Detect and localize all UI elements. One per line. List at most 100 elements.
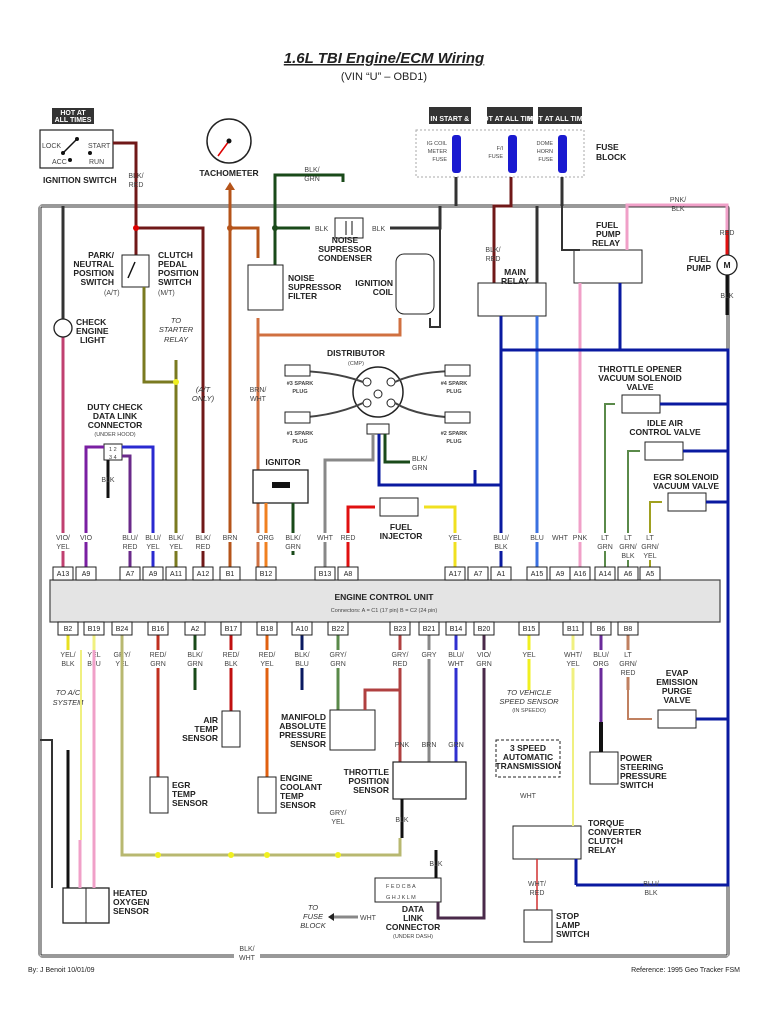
wire-label: WHT/ [564, 652, 582, 659]
footer-reference: Reference: 1995 Geo Tracker FSM [631, 967, 740, 974]
svg-text:GRN: GRN [304, 176, 320, 183]
pin-label: B11 [567, 626, 579, 633]
throttle-opener-valve: THROTTLE OPENER VACUUM SOLENOID VALVE [598, 364, 728, 414]
pin-label: A13 [57, 571, 70, 578]
svg-text:COIL: COIL [373, 287, 393, 297]
svg-text:RED: RED [530, 890, 545, 897]
svg-text:HOT AT ALL TIMES: HOT AT ALL TIMES [478, 116, 542, 123]
svg-text:SWITCH: SWITCH [620, 780, 654, 790]
wire-label: BLK [61, 661, 75, 668]
pin-label: A17 [449, 571, 462, 578]
svg-text:BLK: BLK [372, 226, 386, 233]
svg-text:NOISE: NOISE [288, 273, 315, 283]
stop-lamp-switch: STOP LAMP SWITCH [523, 909, 590, 943]
svg-text:HORN: HORN [537, 149, 553, 155]
ecu-top-pin: PNK A16 [568, 533, 592, 581]
ecu-top-pin: BLK/GRN [281, 533, 305, 551]
ignition-lock: LOCK [42, 143, 61, 150]
svg-text:TEMP: TEMP [194, 724, 218, 734]
wire-label: WHT [552, 535, 569, 542]
wire-label: WHT [317, 535, 334, 542]
wire-label: BLU/ [145, 535, 161, 542]
ignition-coil: IGNITION COIL [355, 253, 435, 315]
wire-label: RED [621, 670, 636, 677]
svg-text:BLK: BLK [101, 477, 115, 484]
svg-text:GRN: GRN [412, 465, 428, 472]
svg-text:CONDENSER: CONDENSER [318, 253, 372, 263]
svg-text:STARTER: STARTER [159, 325, 194, 334]
svg-text:EGR SOLENOID: EGR SOLENOID [653, 472, 718, 482]
svg-text:SWITCH: SWITCH [80, 277, 114, 287]
svg-text:THROTTLE: THROTTLE [344, 767, 390, 777]
svg-text:3 SPEED: 3 SPEED [510, 743, 546, 753]
tcc-relay: TORQUE CONVERTER CLUTCH RELAY [512, 818, 641, 860]
pin-label: B20 [478, 626, 491, 633]
ignition-run: RUN [89, 159, 104, 166]
pin-label: B2 [64, 626, 73, 633]
pin-label: A16 [574, 571, 587, 578]
svg-text:RED: RED [129, 182, 144, 189]
wire-label: RED/ [223, 652, 240, 659]
wire-label: GRN/ [641, 544, 659, 551]
svg-text:FUSE: FUSE [488, 154, 503, 160]
wire-label: ORG [593, 661, 609, 668]
svg-text:EGR: EGR [172, 780, 190, 790]
svg-text:M: M [723, 260, 730, 270]
svg-text:(CMP): (CMP) [348, 361, 364, 367]
svg-text:TRANSMISSION: TRANSMISSION [495, 761, 560, 771]
wire-label: PNK [573, 535, 588, 542]
heated-oxygen-sensor: HEATED OXYGEN SENSOR [62, 887, 149, 924]
svg-text:DUTY CHECK: DUTY CHECK [87, 402, 143, 412]
pin-label: B24 [116, 626, 129, 633]
svg-text:SYSTEM: SYSTEM [53, 698, 85, 707]
svg-text:BLOCK: BLOCK [596, 152, 627, 162]
wire-label: GRY/ [392, 652, 409, 659]
check-engine-light: CHECK ENGINE LIGHT [53, 317, 109, 345]
vss-label: TO VEHICLE SPEED SENSOR (IN SPEEDO) [499, 688, 559, 714]
svg-text:ONLY): ONLY) [192, 394, 215, 403]
wire-label: RED [341, 535, 356, 542]
svg-text:PLUG: PLUG [446, 389, 461, 395]
svg-text:SENSOR: SENSOR [113, 906, 149, 916]
svg-text:FUSE: FUSE [303, 912, 324, 921]
fuel-pump: M FUEL PUMP [686, 254, 738, 276]
pin-label: A9 [556, 571, 565, 578]
svg-text:IGNITION: IGNITION [355, 278, 393, 288]
svg-text:SWITCH: SWITCH [556, 929, 590, 939]
pin-label: B1 [226, 571, 235, 578]
svg-text:SENSOR: SENSOR [182, 733, 218, 743]
wire-label: BLK [224, 661, 238, 668]
svg-text:RED: RED [720, 230, 735, 237]
svg-text:VACUUM VALVE: VACUUM VALVE [653, 481, 719, 491]
svg-text:BLK: BLK [429, 861, 443, 868]
svg-text:SUPRESSOR: SUPRESSOR [318, 244, 371, 254]
svg-text:WHT/: WHT/ [528, 881, 546, 888]
svg-text:(IN SPEEDO): (IN SPEEDO) [512, 708, 546, 714]
egr-solenoid-valve: EGR SOLENOID VACUUM VALVE [653, 472, 728, 512]
svg-text:(A/T: (A/T [196, 385, 212, 394]
egr-temp-sensor: EGR TEMP SENSOR [149, 776, 208, 814]
pin-label: A6 [624, 571, 633, 578]
diagram-subtitle: (VIN “U” – OBD1) [341, 71, 427, 83]
wire-label: YEL [448, 535, 461, 542]
pin-label: A11 [170, 571, 182, 578]
wire-label: GRY [421, 652, 436, 659]
svg-text:WHT: WHT [250, 396, 267, 403]
svg-text:SWITCH: SWITCH [158, 277, 192, 287]
pin-label: A5 [646, 571, 655, 578]
svg-text:PRESSURE: PRESSURE [279, 730, 326, 740]
park-neutral-switch: PARK/ NEUTRAL POSITION SWITCH (A/T) CLUT… [73, 206, 205, 580]
svg-text:LINK: LINK [403, 913, 424, 923]
svg-text:RELAY: RELAY [592, 238, 620, 248]
footer-author: By: J Benoit 10/01/09 [28, 967, 95, 974]
